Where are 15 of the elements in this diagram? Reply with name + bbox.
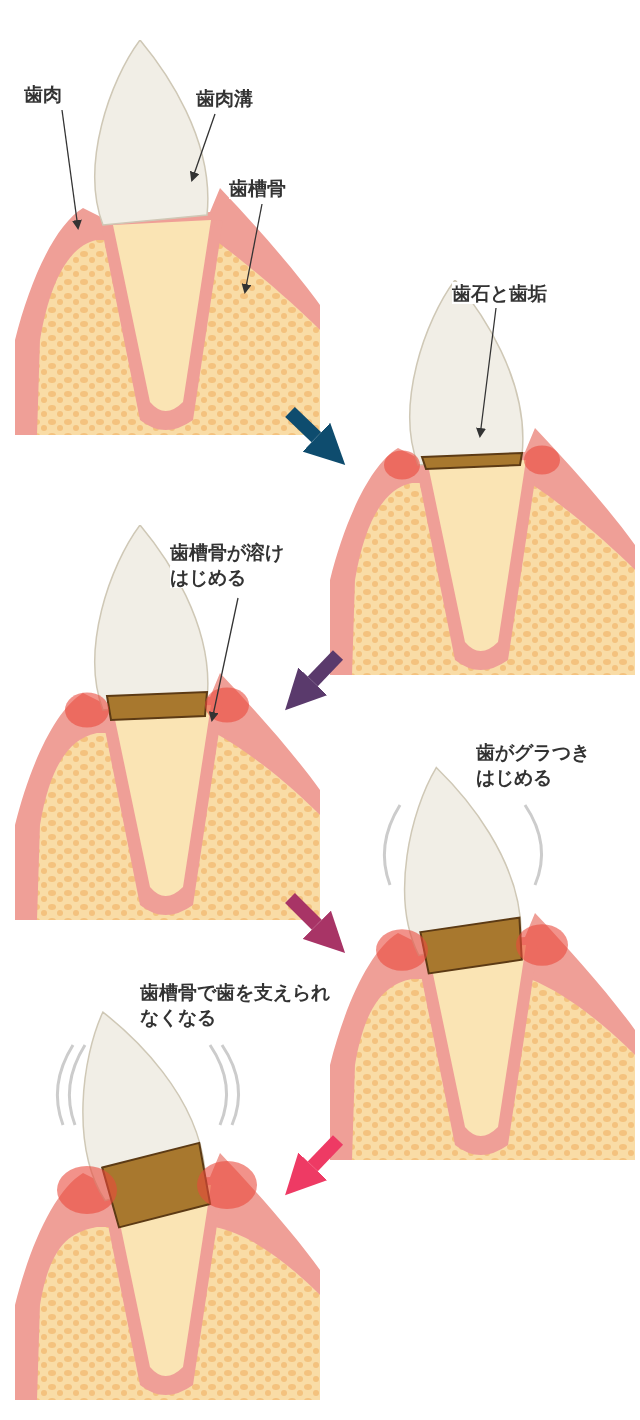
leader-line: [241, 203, 263, 294]
part-label: 歯肉溝: [196, 87, 253, 109]
part-label: 歯石と歯垢: [452, 282, 547, 304]
arrow: [285, 893, 346, 954]
part-label: 歯肉: [24, 83, 62, 105]
leader-line: [189, 113, 216, 182]
stage-note: 歯槽骨で歯を支えられなくなる: [140, 980, 330, 1030]
leader-line: [61, 109, 82, 230]
arrow: [285, 406, 346, 465]
leader-line: [476, 307, 497, 438]
part-label: 歯槽骨: [229, 177, 286, 199]
arrow: [285, 1135, 344, 1196]
stage-note: 歯がグラつきはじめる: [476, 740, 591, 790]
arrow: [285, 650, 344, 711]
leader-line: [208, 597, 239, 722]
